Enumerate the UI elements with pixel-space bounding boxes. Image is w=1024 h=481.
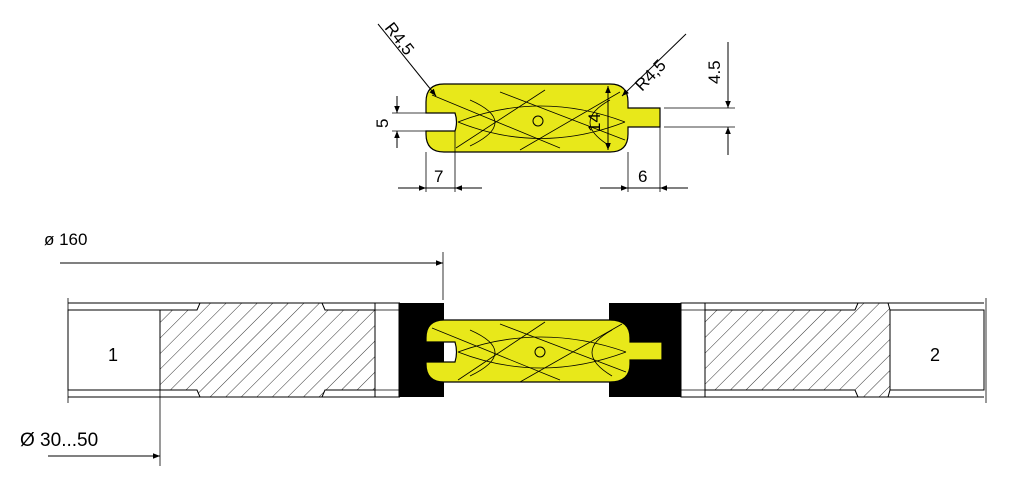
part-2-label: 2	[930, 345, 940, 365]
outer-diameter-label: ø 160	[44, 230, 87, 249]
right-hatched-body	[704, 302, 891, 398]
left-hatched-body	[159, 302, 376, 398]
blade-center-hole	[532, 115, 544, 127]
radius-left-label: R4,5	[381, 19, 418, 59]
blade-pattern	[431, 89, 626, 151]
slot-depth-label: 7	[434, 167, 443, 186]
blade-profile	[425, 83, 661, 153]
tab-length-label: 6	[638, 167, 647, 186]
part-1-label: 1	[108, 345, 118, 365]
bore-diameter-label: Ø 30...50	[20, 430, 98, 451]
blade-height-label: 14	[585, 113, 604, 132]
section-blade-center-hole	[534, 346, 546, 358]
cutter-head-section: ø 160 1	[20, 230, 987, 466]
left-clamp-insert	[399, 303, 444, 397]
blade-detail-view: R4,5 R4,5 5 14 4.5 7 6	[373, 19, 735, 192]
slot-width-label: 5	[373, 119, 392, 128]
part-1-bore	[67, 309, 161, 391]
radius-right-label: R4,5	[631, 56, 670, 95]
part-2-bore	[889, 309, 985, 391]
section-blade-pattern	[431, 321, 627, 383]
tab-thickness-label: 4.5	[705, 60, 724, 84]
